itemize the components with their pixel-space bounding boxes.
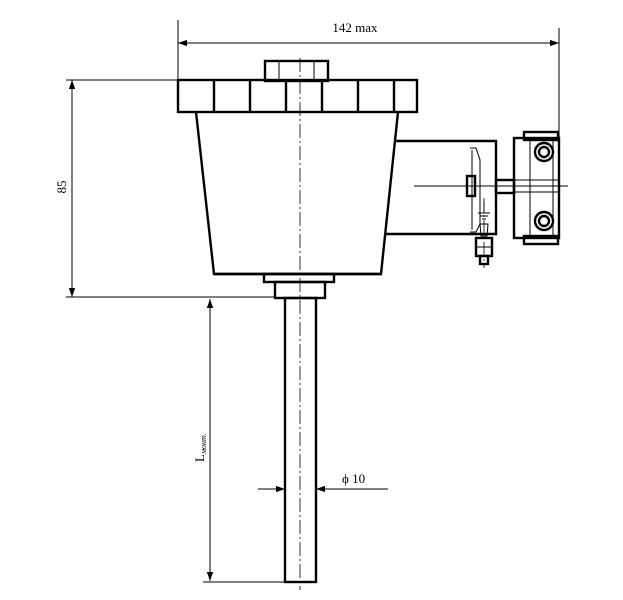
ground-terminal xyxy=(474,202,494,266)
height-dimension-label: 85 xyxy=(54,181,69,194)
conical-housing xyxy=(194,111,400,276)
mounting-length-dimension: Lмонт. xyxy=(192,299,287,583)
lower-bolt xyxy=(533,210,555,232)
width-dimension-label: 142 max xyxy=(332,20,378,35)
height-dimension: 85 xyxy=(54,79,275,298)
ribbed-lid xyxy=(176,78,419,114)
bottom-fitting xyxy=(262,272,336,300)
diameter-dimension-label: ϕ 10 xyxy=(342,471,365,486)
diameter-dimension: ϕ 10 xyxy=(258,471,388,493)
top-nut xyxy=(263,59,330,83)
probe-stem xyxy=(283,296,318,584)
mounting-length-label: Lмонт. xyxy=(192,433,208,462)
upper-bolt xyxy=(533,141,555,163)
width-dimension: 142 max xyxy=(177,20,560,140)
clamp-block xyxy=(512,130,561,246)
